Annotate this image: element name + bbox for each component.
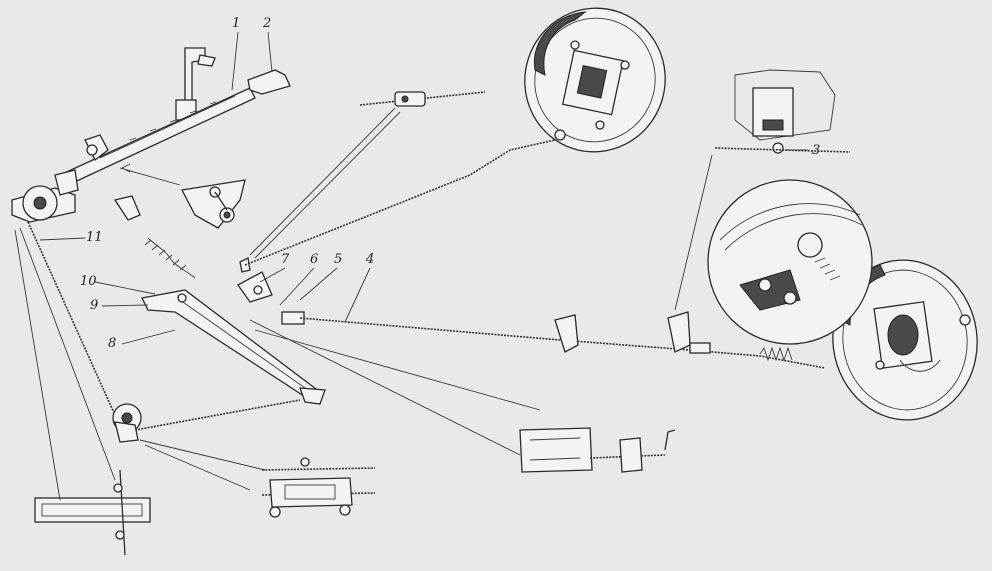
cable-supports <box>554 311 793 362</box>
clamp-inset-right <box>261 457 376 518</box>
callout-10: 10 <box>80 274 97 289</box>
callout-7: 7 <box>281 252 290 267</box>
brake-drum-right <box>832 259 978 421</box>
cable-bracket-inset <box>714 69 851 154</box>
callout-5: 5 <box>334 252 343 267</box>
callout-8: 8 <box>108 336 117 351</box>
lower-pulley <box>112 403 142 443</box>
callout-6: 6 <box>310 252 319 267</box>
guide-inset <box>519 427 676 473</box>
callout-1: 1 <box>232 16 241 31</box>
clamp-inset-left <box>34 469 151 556</box>
leaders-guide <box>249 319 541 456</box>
leaders-pulley <box>14 227 116 501</box>
equalizer-lever <box>113 195 326 405</box>
detail-magnifier <box>707 179 873 345</box>
cable-lever <box>237 257 273 303</box>
callout-2: 2 <box>263 16 272 31</box>
leaders-clamp <box>139 439 266 491</box>
lower-cable <box>134 399 301 431</box>
lever-bracket-detail <box>181 179 246 229</box>
leader-bracket-3 <box>674 154 713 311</box>
handbrake-lever <box>59 47 291 187</box>
callout-4: 4 <box>366 252 375 267</box>
callout-11: 11 <box>86 230 103 245</box>
upper-pulley <box>11 169 79 223</box>
leader-bracket <box>119 167 181 186</box>
callout-leaders <box>39 31 808 345</box>
cable-end-inset <box>359 91 486 107</box>
callout-3: 3 <box>812 143 821 158</box>
cable-11 <box>27 221 116 416</box>
callout-9: 9 <box>90 298 99 313</box>
brake-drum-top <box>524 7 666 153</box>
cable-5 <box>244 139 556 266</box>
